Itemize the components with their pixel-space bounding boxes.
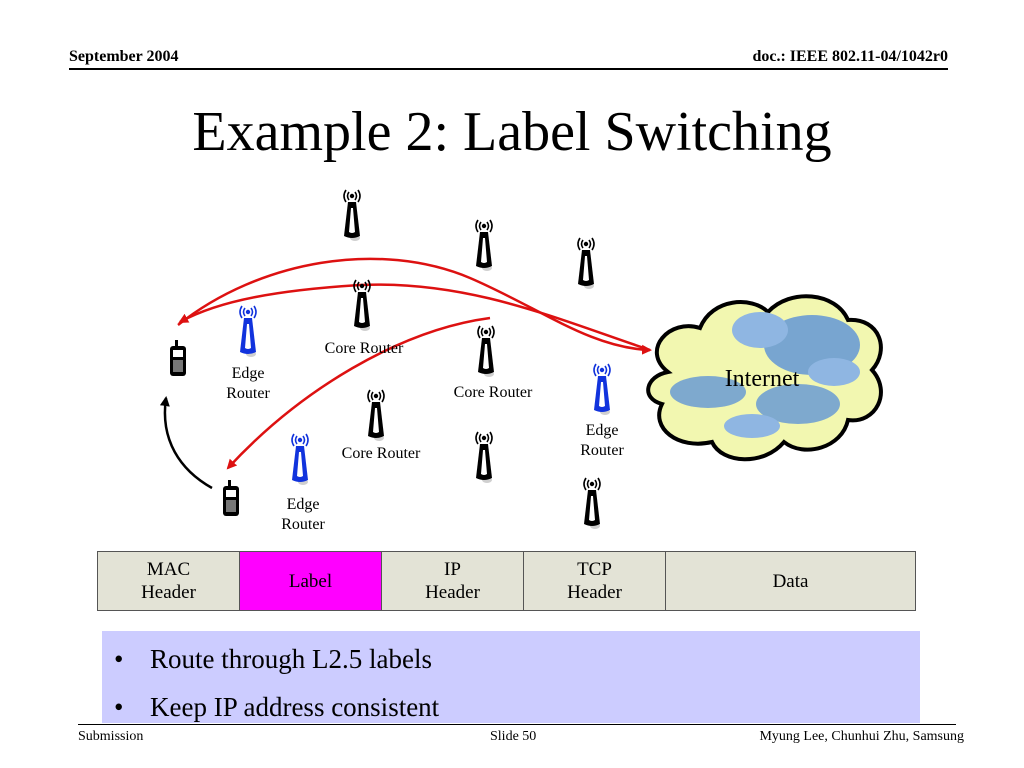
edge-router-icon — [291, 433, 309, 486]
core-router-icon — [353, 279, 371, 332]
core-router-label: Core Router — [453, 384, 533, 401]
antenna-icon — [583, 477, 601, 530]
antenna-icon — [475, 219, 493, 272]
internet-cloud — [646, 294, 883, 462]
edge-router-icon — [593, 363, 611, 416]
edge-router-label: Edge Router — [281, 496, 325, 533]
footer-slide-number: Slide 50 — [490, 729, 537, 744]
core-router-label: Core Router — [341, 445, 421, 462]
edge-router-label: Edge Router — [580, 422, 624, 459]
bullet-text: Route through L2.5 labels — [150, 644, 432, 674]
header-doc-id: doc.: IEEE 802.11-04/1042r0 — [752, 48, 948, 65]
footer-left: Submission — [78, 729, 144, 744]
header-date: September 2004 — [69, 48, 179, 65]
header-rule — [69, 68, 948, 70]
packet-field-data: Data — [665, 551, 916, 611]
bullet-dot: • — [114, 644, 124, 674]
mobile-node-icon — [170, 340, 186, 376]
edge-router-icon — [239, 305, 257, 358]
antenna-icon — [343, 189, 361, 242]
core-router-icon — [367, 389, 385, 442]
packet-format-table: MAC Header Label IP Header TCP Header Da… — [97, 551, 916, 611]
packet-field-mac-header: MAC Header — [97, 551, 240, 611]
footer-authors: Myung Lee, Chunhui Zhu, Samsung — [759, 729, 964, 744]
path-internet-to-top-node — [178, 283, 651, 352]
internet-label: Internet — [725, 366, 800, 392]
slide-title: Example 2: Label Switching — [192, 101, 832, 163]
antenna-icon — [577, 237, 595, 290]
edge-router-label: Edge Router — [226, 365, 270, 402]
path-to-internet — [177, 257, 652, 355]
path-to-bottom-node — [226, 316, 491, 470]
bullet-dot: • — [114, 692, 124, 722]
bullet-text: Keep IP address consistent — [150, 692, 440, 722]
antenna-icon — [475, 431, 493, 484]
bullet-item: • Keep IP address consistent — [114, 691, 439, 723]
handoff-arrow — [159, 396, 213, 490]
mobile-node-icon — [223, 480, 239, 516]
bullet-box: • Route through L2.5 labels • Keep IP addr… — [102, 631, 920, 723]
bullet-item: • Route through L2.5 labels — [114, 643, 432, 675]
footer-rule — [78, 724, 956, 725]
packet-field-label: Label — [239, 551, 382, 611]
core-router-label: Core Router — [324, 340, 404, 357]
packet-field-ip-header: IP Header — [381, 551, 524, 611]
packet-field-tcp-header: TCP Header — [523, 551, 666, 611]
core-router-icon — [477, 325, 495, 378]
